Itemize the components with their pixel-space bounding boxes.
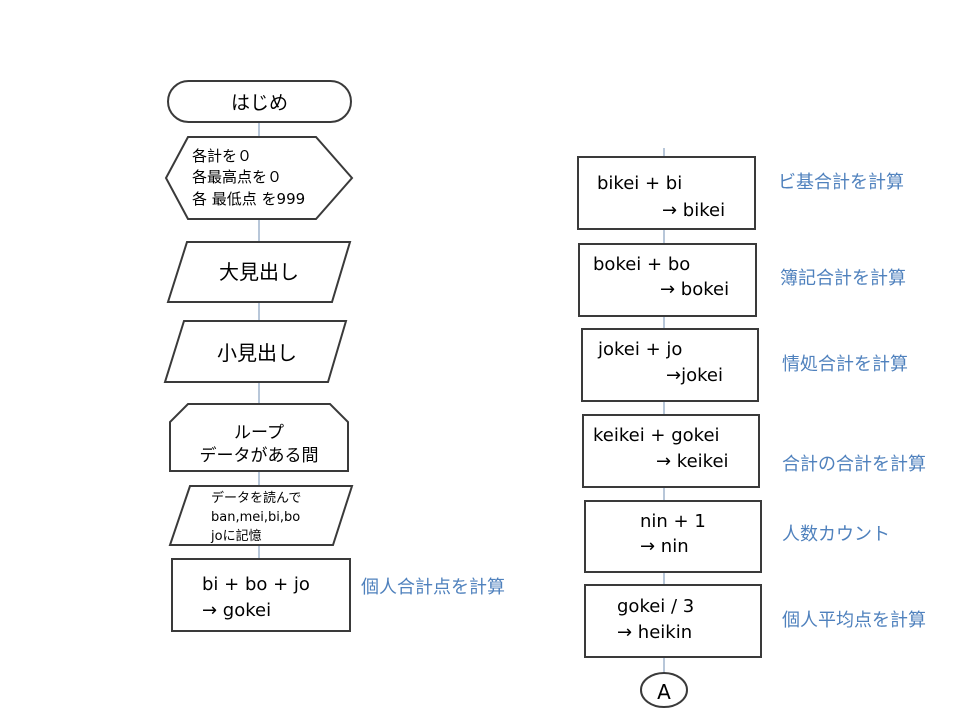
heading-main-label: 大見出し (219, 260, 299, 284)
output-heading-main: 大見出し (166, 241, 352, 303)
heading-sub-label: 小見出し (217, 341, 297, 365)
read-line-3: joに記憶 (210, 528, 262, 544)
jokei-line-2: →jokei (666, 365, 723, 386)
read-line-2: ban,mei,bi,bo (211, 510, 300, 525)
jokei-note: 情処合計を計算 (782, 354, 908, 375)
process-bokei: bokei + bo → bokei (578, 243, 757, 317)
init-process: 各計を０ 各最高点を０ 各 最低点 を999 (164, 136, 354, 220)
nin-line-1: nin + 1 (640, 511, 706, 532)
start-label: はじめ (231, 92, 288, 114)
calc-line-1: bi + bo + jo (202, 574, 310, 595)
loop-start: ループ データがある間 (169, 403, 349, 472)
keikei-line-2: → keikei (656, 451, 729, 472)
process-heikin: gokei / 3 → heikin (584, 584, 762, 658)
read-line-1: データを読んで (211, 490, 301, 506)
connector-a: A (640, 672, 688, 708)
calc-line-2: → gokei (202, 600, 271, 621)
bokei-line-2: → bokei (660, 279, 729, 300)
connector-label: A (657, 680, 671, 704)
process-calc-total: bi + bo + jo → gokei (171, 558, 351, 632)
bikei-note: ビ基合計を計算 (778, 172, 904, 193)
nin-note: 人数カウント (782, 524, 890, 545)
output-heading-sub: 小見出し (163, 320, 348, 383)
jokei-line-1: jokei + jo (597, 339, 682, 360)
heikin-line-1: gokei / 3 (617, 596, 694, 617)
bokei-line-1: bokei + bo (593, 254, 690, 275)
init-line-1: 各計を０ (192, 147, 252, 165)
bokei-note: 簿記合計を計算 (780, 268, 906, 289)
start-terminal: はじめ (167, 80, 352, 123)
bikei-line-2: → bikei (662, 200, 725, 221)
nin-line-2: → nin (640, 536, 689, 557)
heikin-line-2: → heikin (617, 622, 692, 643)
process-nin: nin + 1 → nin (584, 500, 762, 573)
init-line-2: 各最高点を０ (192, 168, 282, 186)
init-line-3: 各 最低点 を999 (192, 190, 305, 208)
process-keikei: keikei + gokei → keikei (582, 414, 760, 488)
calc-total-note: 個人合計点を計算 (361, 577, 505, 598)
loop-line-1: ループ (234, 423, 284, 443)
keikei-line-1: keikei + gokei (593, 425, 720, 446)
loop-line-2: データがある間 (200, 445, 319, 466)
bikei-line-1: bikei + bi (597, 173, 682, 194)
process-bikei: bikei + bi → bikei (577, 156, 756, 230)
heikin-note: 個人平均点を計算 (782, 610, 926, 631)
input-read-data: データを読んで ban,mei,bi,bo joに記憶 (168, 485, 354, 546)
keikei-note: 合計の合計を計算 (782, 454, 926, 475)
process-jokei: jokei + jo →jokei (581, 328, 759, 402)
